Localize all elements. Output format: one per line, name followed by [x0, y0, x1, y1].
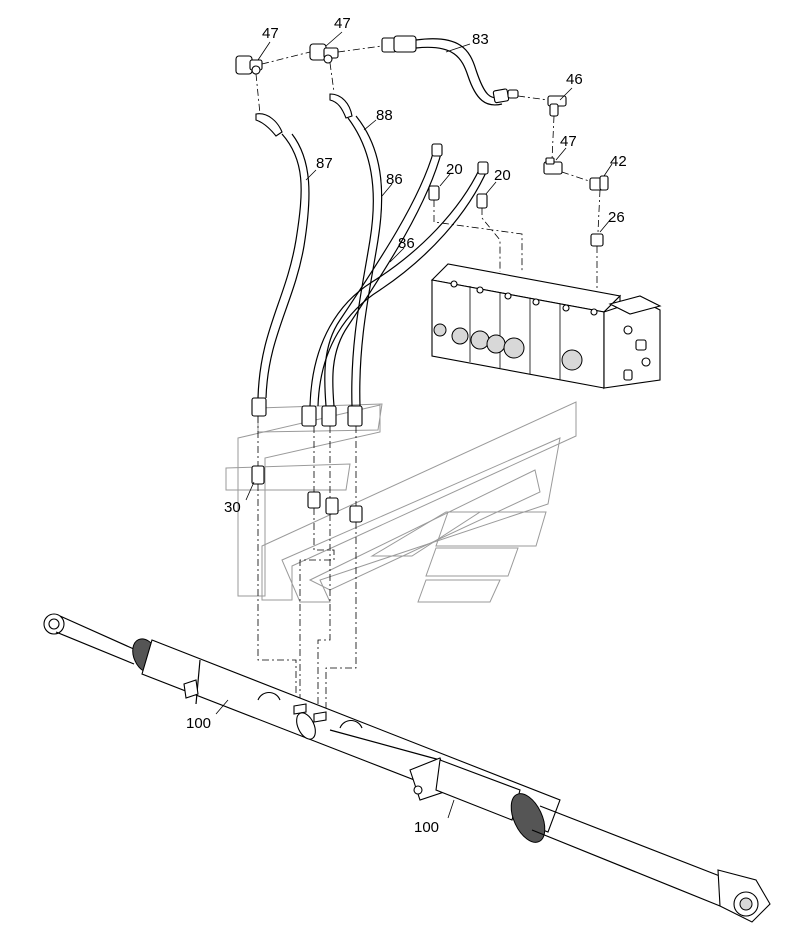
part-label-20: 20 [446, 161, 463, 178]
part-label-20: 20 [494, 167, 511, 184]
part-label-47: 47 [560, 133, 577, 150]
part-label-47: 47 [262, 25, 279, 42]
hydraulic-cylinder [43, 613, 771, 923]
part-label-47: 47 [334, 15, 351, 32]
control-valve-block [430, 263, 662, 390]
lower-fittings [251, 416, 363, 710]
part-label-100: 100 [186, 715, 211, 732]
part-labels: 47 47 83 46 88 47 42 87 20 86 20 26 86 3… [186, 15, 627, 836]
part-label-86: 86 [398, 235, 415, 252]
leader-lines [215, 31, 613, 819]
hoses [251, 62, 523, 427]
part-label-42: 42 [610, 153, 627, 170]
top-fittings [235, 35, 609, 290]
part-label-86: 86 [386, 171, 403, 188]
watermark-logo [225, 401, 577, 603]
part-label-26: 26 [608, 209, 625, 226]
part-label-88: 88 [376, 107, 393, 124]
part-label-87: 87 [316, 155, 333, 172]
part-label-83: 83 [472, 31, 489, 48]
part-label-100: 100 [414, 819, 439, 836]
part-label-30: 30 [224, 499, 241, 516]
part-label-46: 46 [566, 71, 583, 88]
